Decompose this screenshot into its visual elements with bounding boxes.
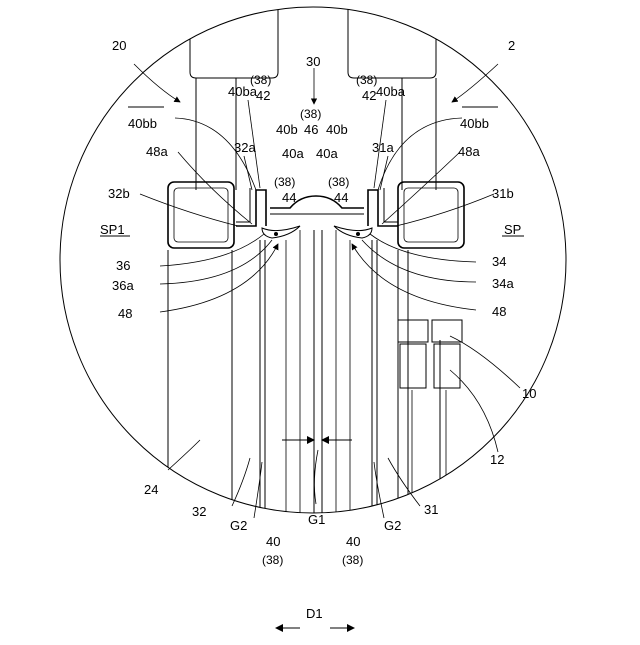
label-g2-right: G2: [384, 518, 401, 533]
label-g1: G1: [308, 512, 325, 527]
right-frame-box: [398, 182, 464, 248]
label-12: 12: [490, 452, 504, 467]
label-36a: 36a: [112, 278, 134, 293]
label-g2-left: G2: [230, 518, 247, 533]
label-40b-left: 40b: [276, 122, 298, 137]
label-42-right: 42: [362, 88, 376, 103]
label-40ba-left: 40ba: [228, 84, 258, 99]
detail-content: [168, 0, 464, 520]
label-40-left: 40: [266, 534, 280, 549]
label-38-bottom-left: (38): [262, 553, 283, 567]
label-42-left: 42: [256, 88, 270, 103]
component-10-left: [398, 320, 428, 342]
label-48a-left: 48a: [146, 144, 168, 159]
label-32: 32: [192, 504, 206, 519]
label-48-left: 48: [118, 306, 132, 321]
label-31b: 31b: [492, 186, 514, 201]
seal-36: [262, 226, 300, 238]
label-sp1: SP1: [100, 222, 125, 237]
label-32a: 32a: [234, 140, 256, 155]
label-40ba-right: 40ba: [376, 84, 406, 99]
component-12-left: [400, 344, 426, 388]
label-2: 2: [508, 38, 515, 53]
left-frame-box: [168, 182, 234, 248]
label-30: 30: [306, 54, 320, 69]
seal-34: [334, 226, 372, 238]
label-38-ml: (38): [274, 175, 295, 189]
label-38-tr: (38): [356, 73, 377, 87]
label-31: 31: [424, 502, 438, 517]
detail-circle: [60, 7, 566, 513]
label-40a-right: 40a: [316, 146, 338, 161]
label-48a-right: 48a: [458, 144, 480, 159]
label-32b: 32b: [108, 186, 130, 201]
label-48-right: 48: [492, 304, 506, 319]
label-44-right: 44: [334, 190, 348, 205]
label-d1: D1: [306, 606, 323, 621]
label-40b-right: 40b: [326, 122, 348, 137]
label-38-mr: (38): [328, 175, 349, 189]
label-34a: 34a: [492, 276, 514, 291]
label-20: 20: [112, 38, 126, 53]
label-40bb-left: 40bb: [128, 116, 157, 131]
label-40a-left: 40a: [282, 146, 304, 161]
label-34: 34: [492, 254, 506, 269]
label-44-left: 44: [282, 190, 296, 205]
label-10: 10: [522, 386, 536, 401]
label-31a: 31a: [372, 140, 394, 155]
label-38-center: (38): [300, 107, 321, 121]
label-24: 24: [144, 482, 158, 497]
label-40bb-right: 40bb: [460, 116, 489, 131]
label-40-right: 40: [346, 534, 360, 549]
label-38-bottom-right: (38): [342, 553, 363, 567]
label-46: 46: [304, 122, 318, 137]
label-36: 36: [116, 258, 130, 273]
reference-labels: 20 2 30 (38) (38) 42 42 40ba 40ba (38) 4…: [100, 38, 536, 621]
label-sp: SP: [504, 222, 521, 237]
